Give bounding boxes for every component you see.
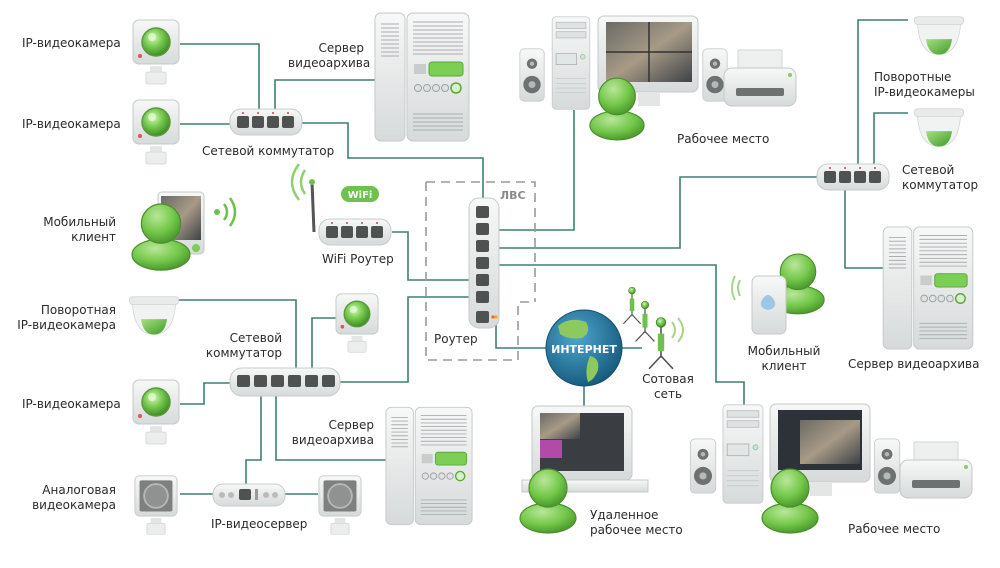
label-mobile-right-line1: Мобильный [747,344,821,358]
label-analog-camera-line1: Аналоговая [42,483,116,497]
label-analog-camera: Аналоговая видеокамера [20,483,116,513]
ptz-camera-top-1 [913,16,965,55]
label-ptz-cameras: Поворотные IP-видеокамеры [874,70,975,100]
video-archive-server-right [882,226,974,350]
label-workstation-top: Рабочее место [677,132,770,146]
ip-videoserver [212,483,286,507]
label-wifi-router: WiFi Роутер [322,252,394,266]
label-workstation-bottom: Рабочее место [848,522,941,536]
lan-boundary [425,181,536,361]
connection-lines [178,19,908,495]
link-workstation-router [498,110,575,231]
label-server-bottom: Сервер видеоархива [290,418,374,448]
link-switchleft-server [275,395,388,461]
label-switch-top: Сетевой коммутатор [202,144,335,158]
internet-label: ИНТЕРНЕТ [551,343,617,356]
label-switch-left-line1: Сетевой [229,331,282,345]
link-router-workstation-bottom [498,264,745,405]
label-mobile-right: Мобильный клиент [744,344,824,374]
label-ip-camera-3: IP-видеокамера [22,397,121,411]
analog-camera-2 [318,474,362,536]
network-switch-top [229,108,303,136]
label-router: Роутер [434,332,478,346]
link-switchleft-router [340,296,476,383]
wifi-badge-text: WiFi [348,190,373,201]
ip-camera-1 [132,19,180,85]
label-server-top-line1: Сервер [318,41,364,55]
cellular-towers [622,286,684,370]
link-rightswitch-dome1 [857,19,908,168]
label-mobile-right-line2: клиент [761,359,807,373]
label-ptz-camera-left-line1: Поворотная [40,303,116,317]
label-ptz-cameras-line1: Поворотные [874,70,952,84]
label-remote-workstation-line2: рабочее место [590,523,683,537]
label-cellular-line1: Сотовая [642,372,694,386]
label-mobile-left: Мобильный клиент [30,215,116,245]
router [468,197,500,329]
ip-camera-2 [132,99,180,165]
label-server-bottom-line2: видеоархива [291,433,374,447]
network-switch-right [816,163,890,191]
ip-camera-3 [132,379,180,445]
mobile-client-right [731,253,825,335]
label-ptz-cameras-line2: IP-видеокамеры [874,85,975,99]
link-switch-router [302,122,484,202]
label-switch-left: Сетевой коммутатор [200,331,282,361]
label-ip-videoserver: IP-видеосервер [211,517,308,531]
workstation-top [519,15,797,141]
link-rightswitch-dome2 [873,112,908,168]
label-mobile-left-line2: клиент [71,230,116,244]
link-camera3-switchleft [180,382,232,405]
link-camera1-switch [180,43,260,112]
link-ptz-switchleft [178,299,297,370]
label-lan: ЛВС [500,189,526,202]
label-switch-right-line2: коммутатор [902,178,979,192]
label-ip-camera-2: IP-видеокамера [22,117,121,131]
label-server-top: Сервер видеоархива [288,41,371,71]
wifi-router [290,163,392,246]
internet-globe [545,309,623,387]
video-archive-server-bottom [385,406,473,526]
label-cellular: Сотовая сеть [638,372,698,402]
label-server-right: Сервер видеоархива [848,357,980,371]
label-mobile-left-line1: Мобильный [43,215,116,229]
workstation-bottom [689,403,973,534]
label-server-top-line2: видеоархива [288,56,371,70]
analog-camera-1 [134,474,178,536]
ptz-camera-left [128,296,180,335]
label-remote-workstation-line1: Удаленное [590,508,659,522]
link-rightswitch-router [498,176,818,249]
label-analog-camera-line2: видеокамера [32,498,116,512]
video-archive-server-top [374,12,470,142]
label-server-bottom-line1: Сервер [328,418,374,432]
label-cellular-line2: сеть [653,387,683,401]
link-rightswitch-server [844,190,883,269]
link-wifirouter-router [392,231,476,281]
ip-camera-right-of-switch [335,293,379,354]
label-ptz-camera-left: Поворотная IP-видеокамера [10,303,116,333]
label-switch-left-line2: коммутатор [205,346,282,360]
label-switch-right-line1: Сетевой [902,163,955,177]
ptz-camera-top-2 [913,108,965,147]
label-remote-workstation: Удаленное рабочее место [590,508,683,538]
label-ptz-camera-left-line2: IP-видеокамера [17,318,116,332]
link-router-internet [495,318,548,349]
network-switch-left [229,367,341,397]
mobile-client-left [131,191,237,271]
link-switchleft-videoserver [245,395,262,487]
link-cameraR-switchleft [311,317,336,370]
link-server-switch [274,79,376,112]
label-switch-right: Сетевой коммутатор [902,163,978,193]
remote-workstation [519,405,649,534]
label-ip-camera-1: IP-видеокамера [22,36,121,50]
